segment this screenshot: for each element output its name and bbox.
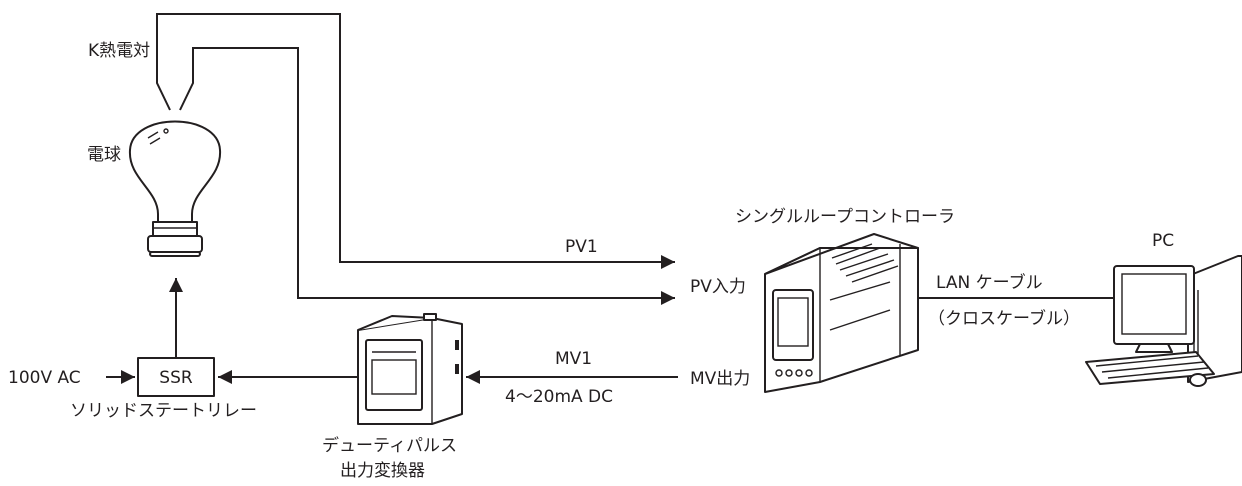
single-loop-controller-icon — [764, 233, 919, 393]
ssr-label: SSR — [159, 368, 193, 388]
ssr-caption: ソリッドステートリレー — [70, 401, 257, 421]
bulb-label: 電球 — [87, 145, 121, 165]
pc-label: PC — [1152, 231, 1174, 251]
mv1-label: MV1 — [555, 349, 592, 369]
pv-input-label: PV入力 — [690, 277, 746, 297]
thermocouple-label: K熱電対 — [88, 41, 150, 61]
converter-caption-2: 出力変換器 — [340, 461, 425, 481]
lan-cable-label: LAN ケーブル — [936, 272, 1043, 293]
mv-range-label: 4〜20mA DC — [505, 387, 613, 407]
converter-caption-1: デューティパルス — [322, 435, 457, 456]
controller-label: シングルループコントローラ — [735, 207, 955, 227]
ac-supply-label: 100V AC — [8, 368, 81, 388]
mv-output-label: MV出力 — [690, 369, 750, 389]
cross-cable-label: （クロスケーブル） — [928, 308, 1080, 329]
ssr-box — [137, 357, 215, 397]
thermocouple-outer-wire — [156, 13, 675, 269]
duty-pulse-converter-icon — [357, 313, 463, 425]
light-bulb-icon — [128, 120, 222, 257]
pc-icon — [1085, 255, 1242, 387]
pv1-label: PV1 — [565, 237, 598, 257]
thermocouple-inner-wire — [179, 47, 675, 305]
